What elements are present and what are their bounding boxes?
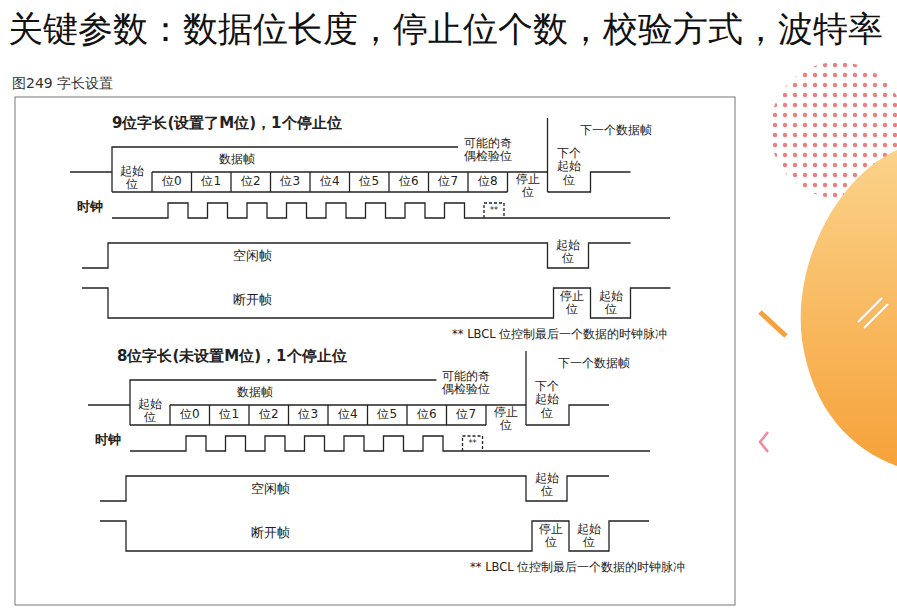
bit-divider: [507, 172, 508, 192]
data-band: [152, 171, 508, 172]
bit-label: 位3: [280, 175, 300, 188]
idle-line: [88, 404, 130, 405]
idle-line: [70, 171, 112, 172]
slash: [858, 298, 882, 322]
frame-boundary: [547, 118, 548, 192]
frame-label: 数据帧: [237, 386, 273, 399]
bit-divider: [406, 405, 407, 425]
start-bit-label: 起始位: [535, 472, 559, 498]
bit-divider: [191, 172, 192, 192]
stop-bit-label: 停止位: [516, 173, 540, 199]
bit-label: 位6: [399, 175, 419, 188]
section-heading: 9位字长(设置了M位)，1个停止位: [112, 115, 342, 132]
bit-label: 位8: [478, 175, 498, 188]
bit-label: 位0: [162, 175, 182, 188]
next-start-line: [526, 405, 609, 425]
bit-divider: [209, 405, 210, 425]
slash: [864, 304, 888, 328]
frame-label: 断开帧: [251, 526, 290, 540]
bit-label: 位4: [320, 175, 340, 188]
next-start-line: [548, 172, 631, 192]
figure-caption: 图249 字长设置: [12, 76, 113, 91]
bit-divider: [169, 405, 170, 425]
bit-label: 位7: [438, 175, 458, 188]
bit-divider: [446, 405, 447, 425]
frame-label: 空闲帧: [233, 249, 272, 263]
bit-divider: [349, 172, 350, 192]
bit-divider: [270, 172, 271, 192]
bit-label: 位6: [417, 408, 437, 421]
stop-bit-label: 停止位: [560, 290, 584, 316]
signal-name: 时钟: [95, 433, 121, 447]
parity-note: 可能的奇偶检验位: [442, 370, 490, 396]
frame-label: 空闲帧: [251, 482, 290, 496]
bit-divider: [151, 172, 152, 192]
bit-divider: [428, 172, 429, 192]
bit-divider: [327, 405, 328, 425]
start-bit-label: 起始位: [577, 523, 601, 549]
frame-label: 数据帧: [219, 153, 255, 166]
start-bit-label: 起始位: [138, 398, 162, 424]
next-frame-label: 下一个数据帧: [558, 357, 630, 370]
start-bit-label: 起始位: [120, 165, 144, 191]
bit-divider: [248, 405, 249, 425]
stop-bit-label: 停止位: [539, 523, 563, 549]
clock-pulse-optional: [484, 203, 504, 218]
footnote-mark: **: [490, 207, 498, 216]
bit-label: 位5: [359, 175, 379, 188]
orange-blob: [801, 150, 897, 466]
footnote: ** LBCL 位控制最后一个数据的时钟脉冲: [470, 561, 685, 574]
chevron: [760, 432, 768, 452]
bit-divider: [230, 172, 231, 192]
idle-frame-wave: [82, 243, 631, 268]
next-start-label: 下个起始位: [557, 147, 581, 187]
page-title: 关键参数：数据位长度，停止位个数，校验方式，波特率: [8, 10, 883, 49]
frame-bracket: [130, 380, 437, 425]
break-frame-wave: [82, 288, 671, 318]
break-frame-wave: [100, 521, 649, 551]
clock-pulse-optional: [463, 436, 483, 451]
bit-label: 位2: [259, 408, 279, 421]
bit-label: 位7: [456, 408, 476, 421]
start-bit-label: 起始位: [599, 290, 623, 316]
data-band: [130, 424, 486, 425]
next-start-label: 下个起始位: [535, 380, 559, 420]
bit-label: 位3: [298, 408, 318, 421]
bit-divider: [388, 172, 389, 192]
footnote-mark: **: [469, 440, 477, 449]
stop-bit-label: 停止位: [494, 406, 518, 432]
frame-label: 断开帧: [233, 293, 272, 307]
frame-bracket: [112, 147, 458, 192]
bit-divider: [309, 172, 310, 192]
idle-frame-wave: [100, 476, 609, 501]
bit-label: 位1: [219, 408, 239, 421]
bit-divider: [367, 405, 368, 425]
bit-divider: [467, 172, 468, 192]
next-frame-label: 下一个数据帧: [580, 124, 652, 137]
frame-boundary: [525, 351, 526, 425]
bit-divider: [485, 405, 486, 425]
bit-label: 位4: [338, 408, 358, 421]
slash: [760, 312, 786, 336]
start-bit-label: 起始位: [556, 239, 580, 265]
bit-divider: [288, 405, 289, 425]
clock-wave: [112, 203, 670, 218]
bit-label: 位0: [180, 408, 200, 421]
parity-note: 可能的奇偶检验位: [464, 137, 512, 163]
bit-label: 位2: [241, 175, 261, 188]
bit-label: 位5: [377, 408, 397, 421]
figure-panel: [15, 97, 735, 605]
bit-label: 位1: [201, 175, 221, 188]
signal-name: 时钟: [77, 200, 103, 214]
section-heading: 8位字长(未设置M位)，1个停止位: [117, 348, 347, 365]
clock-wave: [130, 436, 650, 451]
footnote: ** LBCL 位控制最后一个数据的时钟脉冲: [452, 328, 667, 341]
